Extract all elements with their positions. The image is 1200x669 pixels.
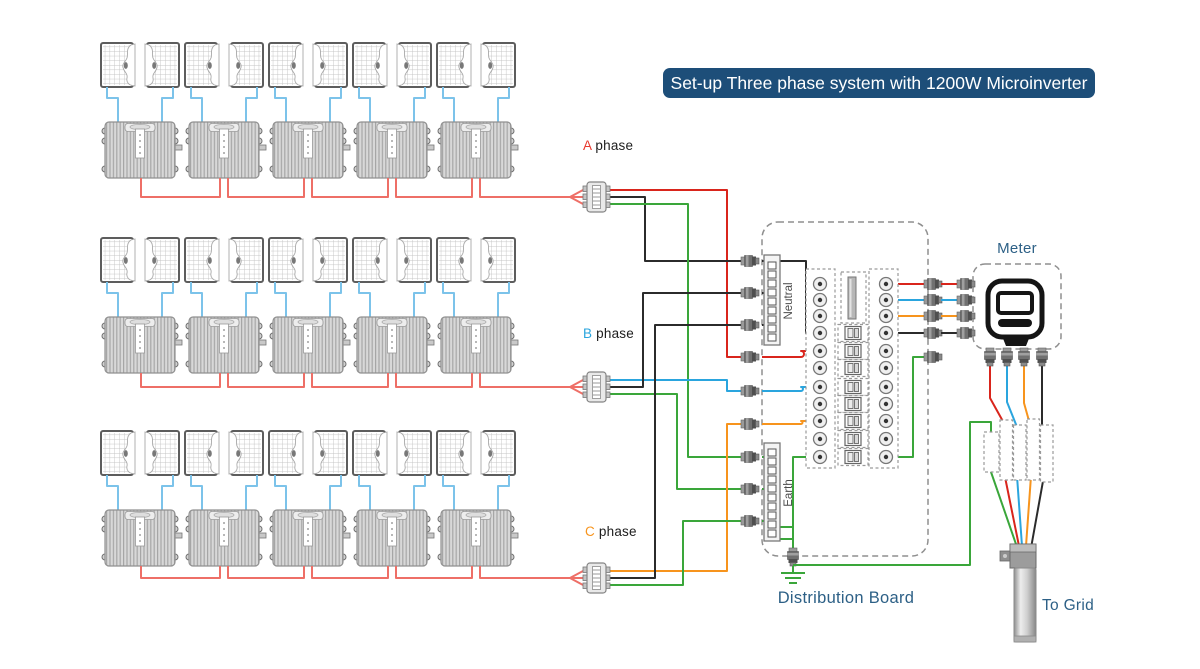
main-switch bbox=[847, 276, 857, 320]
phase-c-wires bbox=[609, 324, 744, 586]
earth-bus-bar bbox=[763, 442, 781, 542]
branch-connector-a bbox=[582, 181, 611, 213]
ac-daisy-chain-row-2 bbox=[140, 373, 584, 395]
neutral-bus-bar bbox=[763, 254, 781, 346]
neutral-bus-label: Neutral bbox=[783, 282, 795, 319]
board-left-glands bbox=[740, 255, 760, 527]
meter-label: Meter bbox=[997, 240, 1037, 257]
phase-a-wires bbox=[609, 189, 744, 458]
meter-box bbox=[956, 263, 1062, 367]
ac-daisy-chain-row-1 bbox=[140, 178, 584, 205]
title-banner: Set-up Three phase system with 1200W Mic… bbox=[663, 68, 1095, 98]
to-grid-label: To Grid bbox=[1042, 597, 1095, 614]
pv-array-row-2 bbox=[101, 238, 518, 373]
phase-b-letter: B bbox=[583, 326, 593, 341]
ground-symbol bbox=[781, 566, 805, 584]
branch-connector-b bbox=[582, 371, 611, 403]
phase-b-wires bbox=[609, 292, 744, 490]
distribution-board bbox=[740, 221, 943, 584]
earth-to-grid-wire bbox=[793, 421, 1018, 566]
earth-bus-label: Earth bbox=[783, 479, 795, 507]
phase-b-label: B phase bbox=[583, 326, 634, 341]
ac-daisy-chain-row-3 bbox=[140, 566, 584, 586]
branch-connector-c bbox=[582, 562, 611, 594]
grid-cable bbox=[999, 543, 1037, 643]
meter-icon bbox=[985, 278, 1045, 346]
distribution-board-label: Distribution Board bbox=[777, 589, 915, 607]
conduit-sleeves bbox=[983, 418, 1054, 483]
board-right-glands bbox=[923, 278, 943, 363]
meter-bottom-glands bbox=[984, 347, 1048, 367]
phase-c-label: C phase bbox=[585, 524, 637, 539]
phase-c-letter: C bbox=[585, 524, 595, 539]
phase-a-label: A phase bbox=[583, 138, 634, 153]
board-to-meter-wires bbox=[941, 283, 957, 334]
phase-a-letter: A bbox=[583, 138, 592, 153]
board-bottom-earth-gland bbox=[787, 547, 799, 567]
pv-array-row-3 bbox=[101, 431, 518, 566]
pv-array-row-1 bbox=[101, 43, 518, 178]
